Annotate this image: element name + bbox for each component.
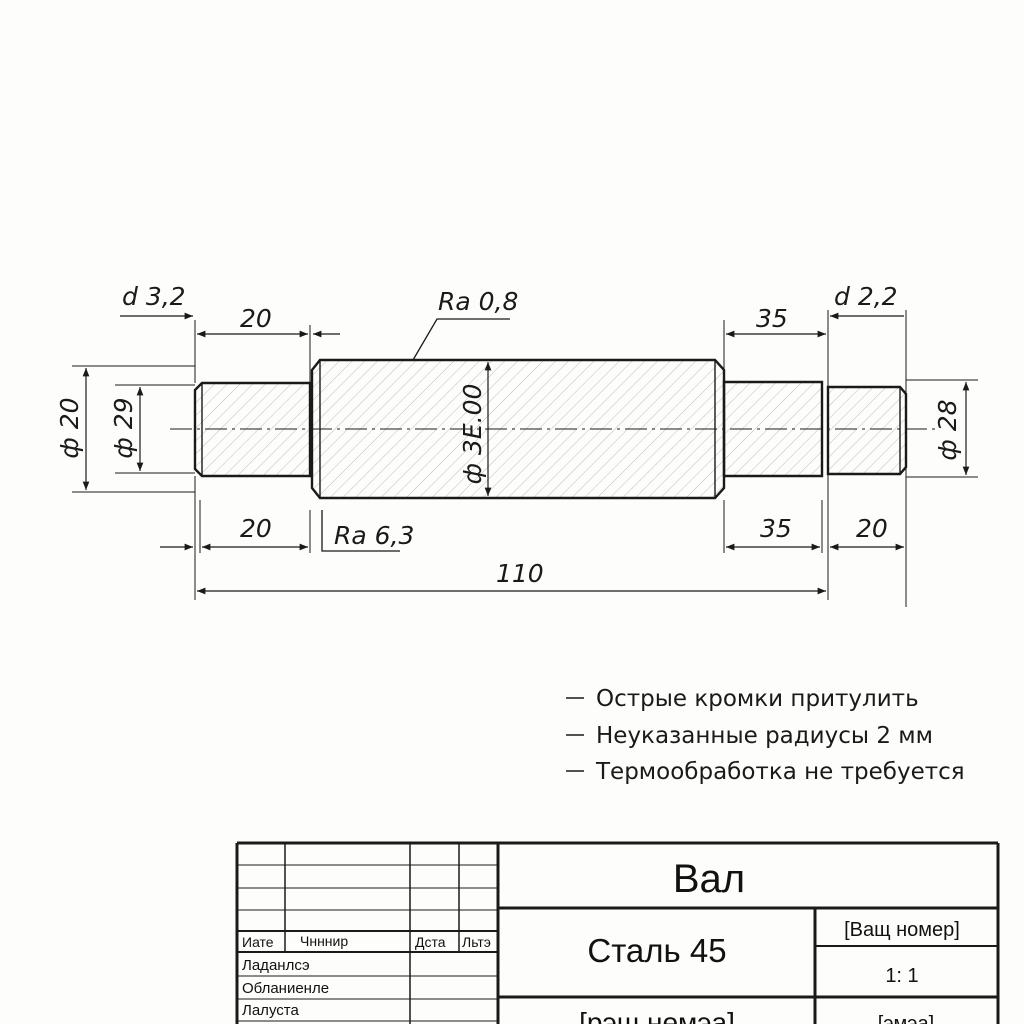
dim-left-bottom-20: 20 bbox=[240, 514, 272, 543]
shaft bbox=[193, 358, 908, 500]
shaft-end-section bbox=[826, 385, 908, 476]
diameter-right: ф 28 bbox=[933, 399, 962, 460]
part-name: Вал bbox=[673, 857, 745, 901]
header-col1: Иате bbox=[242, 934, 274, 950]
material-label: Сталь 45 bbox=[587, 932, 726, 969]
roughness-leaders bbox=[321, 318, 510, 552]
dim-left-top-20: 20 bbox=[240, 304, 272, 333]
dim-right-bottom-35: 35 bbox=[760, 514, 792, 543]
dim-right-bottom-20: 20 bbox=[856, 514, 888, 543]
roughness-bottom-label: Ra 6,3 bbox=[334, 521, 414, 550]
roughness-top-label: Ra 0,8 bbox=[438, 287, 518, 316]
row-2-label: Обланиенле bbox=[242, 980, 329, 997]
diameter-center: ф 3Е.00 bbox=[458, 384, 487, 485]
header-col3: Дста bbox=[415, 934, 446, 950]
row-3-label: Лалуста bbox=[242, 1002, 299, 1019]
note-2: Неуказанные радиусы 2 мм bbox=[596, 723, 933, 749]
chamfer-left-label: d 3,2 bbox=[122, 282, 186, 311]
title-block bbox=[235, 841, 1000, 1024]
row-1-label: Ладанлсэ bbox=[242, 957, 310, 974]
chamfer-right-label: d 2,2 bbox=[834, 282, 898, 311]
diameter-inner-left: ф 29 bbox=[109, 397, 138, 458]
dim-right-top-35: 35 bbox=[756, 304, 788, 333]
header-col2: Чнннир bbox=[300, 933, 348, 949]
note-1: Острые кромки притулить bbox=[596, 686, 919, 712]
document-number: [Ващ номер] bbox=[844, 919, 960, 941]
technical-notes: Острые кромки притулить Неуказанные ради… bbox=[566, 686, 965, 785]
note-3: Термообработка не требуется bbox=[595, 759, 965, 785]
bottom-right-field: [эмэа] bbox=[878, 1013, 934, 1024]
scale-label: 1: 1 bbox=[885, 965, 918, 987]
dim-overall-110: 110 bbox=[496, 559, 544, 588]
dimension-lines bbox=[82, 312, 970, 595]
header-col4: Льтэ bbox=[462, 934, 491, 950]
diameter-outer-left: ф 20 bbox=[55, 397, 84, 458]
bottom-left-field: [рэш нөмэа] bbox=[579, 1007, 735, 1024]
extension-lines bbox=[72, 310, 978, 607]
